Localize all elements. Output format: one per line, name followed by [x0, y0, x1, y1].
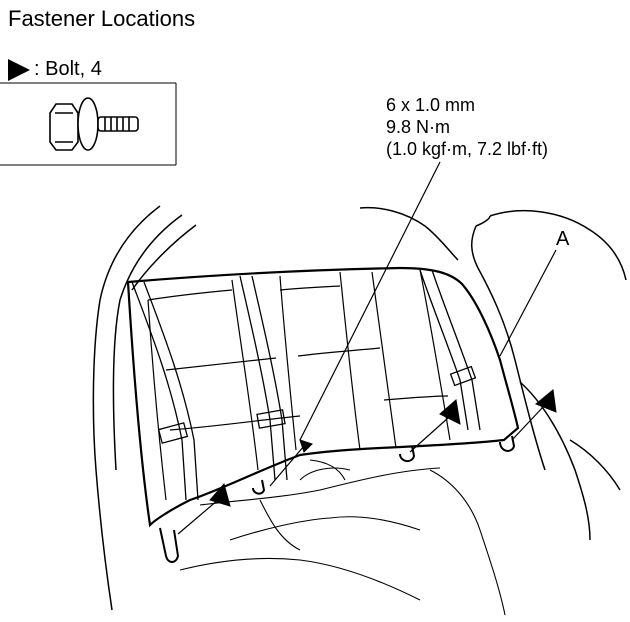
car-body-outline	[92, 205, 627, 611]
bolt-icon-frame	[0, 82, 177, 166]
bolt-arrow-4	[535, 389, 557, 413]
callout-a-label: A	[556, 228, 570, 250]
figure-title: Fastener Locations	[8, 6, 196, 31]
seat-sections	[147, 269, 451, 501]
spec-size: 6 x 1.0 mm	[386, 95, 476, 115]
legend: : Bolt, 4	[8, 58, 102, 81]
spec-torque-alt: (1.0 kgf·m, 7.2 lbf·ft)	[386, 139, 549, 159]
leader-lines	[299, 161, 557, 441]
seat-hooks	[159, 435, 516, 563]
bolt-icon	[49, 97, 139, 151]
bolt-marker-icon	[8, 58, 30, 81]
spec-torque-nm: 9.8 N·m	[386, 117, 451, 137]
bolt-arrow-3	[439, 399, 461, 425]
seat-belts	[131, 269, 481, 501]
torque-spec: 6 x 1.0 mm 9.8 N·m (1.0 kgf·m, 7.2 lbf·f…	[386, 94, 548, 160]
seat-back-frame	[126, 266, 520, 528]
bolt-location-arrows	[177, 389, 557, 535]
bolt-arrow-1	[209, 482, 231, 507]
bolt-arrow-2	[299, 439, 313, 453]
legend-label: : Bolt, 4	[34, 58, 102, 80]
floor-pan	[179, 459, 506, 616]
